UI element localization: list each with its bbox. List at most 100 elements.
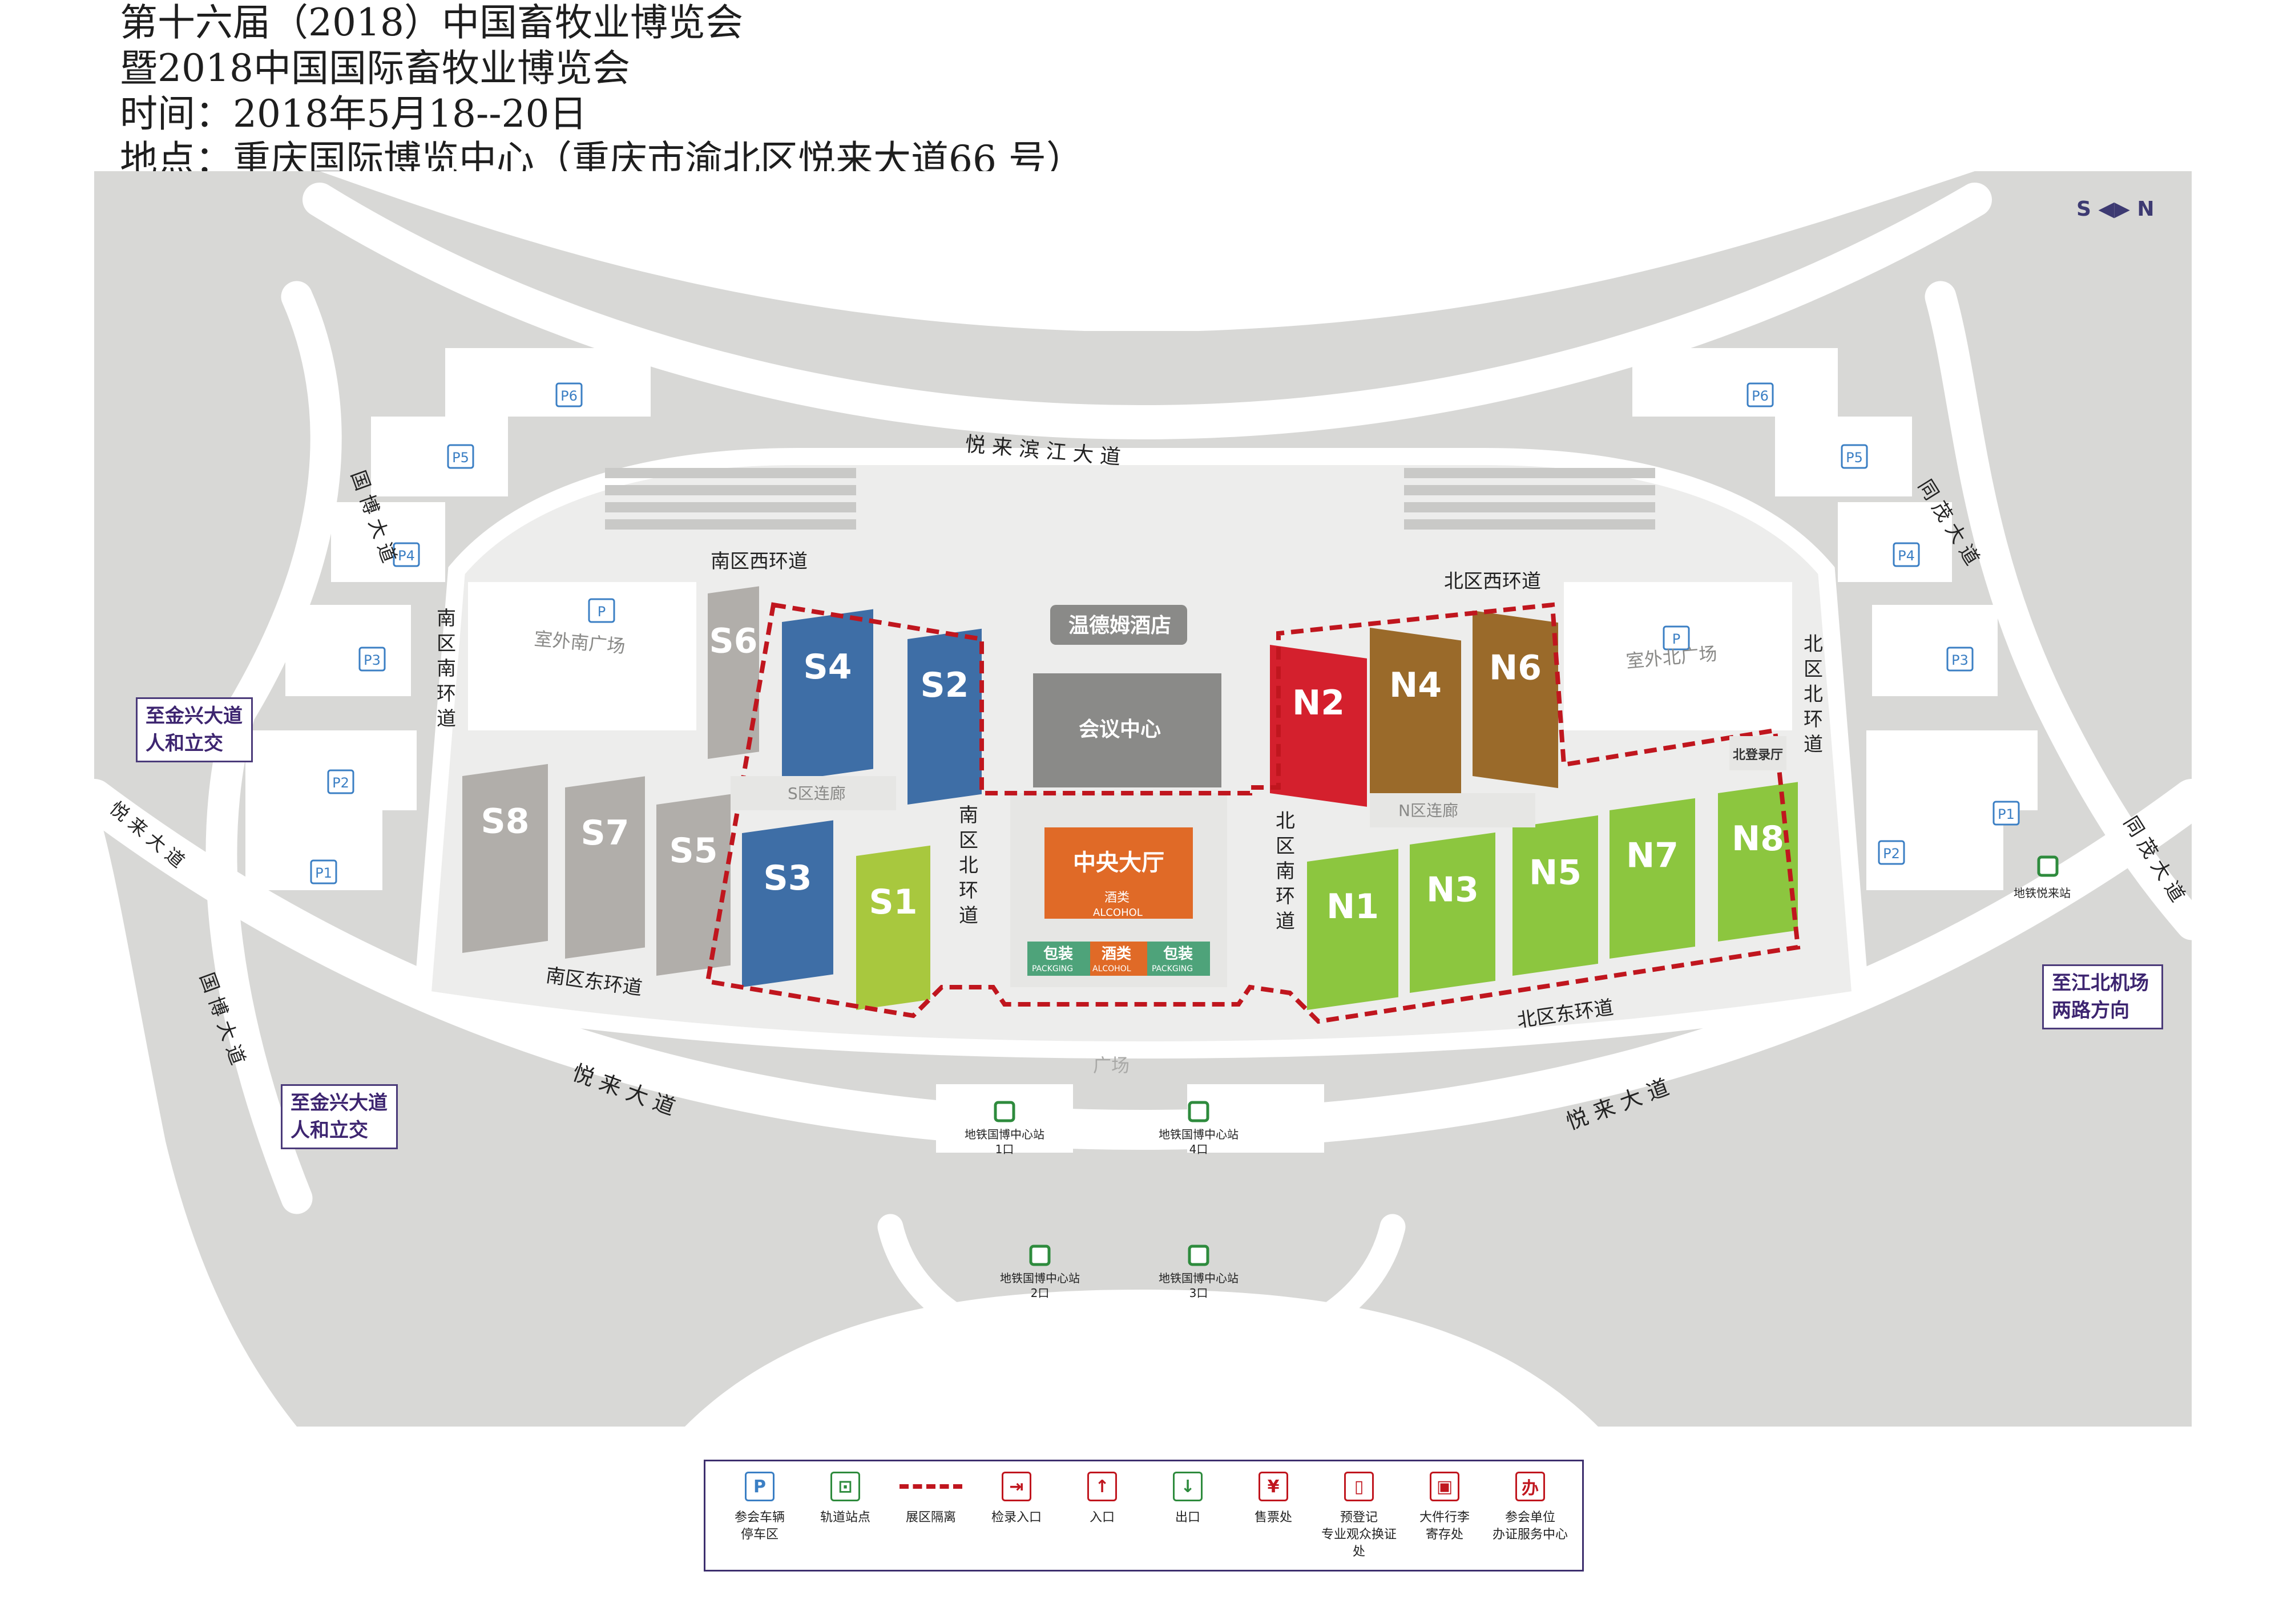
pack-2	[1090, 942, 1147, 976]
north-reg-hall-label: 北登录厅	[1733, 748, 1783, 762]
legend-label: 参会车辆 停车区	[734, 1510, 785, 1542]
legend: P 参会车辆 停车区 ⊡ 轨道站点 展区隔离 ⇥检录入口 ↑ 入口 ↓出口 ¥ 售票处 ▯预登记 专业…	[704, 1460, 1584, 1572]
metro-icon	[1029, 1245, 1051, 1266]
legend-label: 入口	[1089, 1510, 1115, 1525]
conference-center	[1033, 673, 1221, 787]
hotel-block	[1050, 605, 1187, 645]
legend-label: 检录入口	[991, 1510, 1042, 1525]
south-west-ring-label: 南区西环道	[711, 550, 808, 573]
metro-icon	[1188, 1101, 1209, 1122]
parking-label: P	[598, 604, 606, 620]
hall-label: N8	[1732, 819, 1784, 859]
hall-s8: S8	[462, 763, 548, 953]
parking-label: P2	[1883, 846, 1900, 862]
hall-label: N2	[1292, 683, 1345, 723]
hall-label: S4	[804, 647, 852, 687]
parking-sign: P1	[310, 859, 337, 884]
hall-label: S3	[764, 858, 812, 898]
hall-label: N6	[1489, 648, 1542, 688]
entrance-icon: ↑	[1087, 1472, 1117, 1501]
hall-block	[1307, 849, 1398, 1010]
pack-1-en: PACKGING	[1032, 964, 1073, 973]
legend-item: ↓出口	[1145, 1472, 1231, 1526]
luggage-icon: ▣	[1430, 1472, 1459, 1501]
callout-jinxing-bottom: 至金兴大道 人和立交	[281, 1084, 398, 1149]
hall-n4: N4	[1370, 628, 1461, 806]
hall-s2: S2	[907, 628, 982, 805]
hall-s6: S6	[708, 586, 759, 759]
s-corridor-label: S区连廊	[788, 784, 846, 803]
central-hall-label: 中央大厅	[1073, 850, 1164, 876]
road-yuelai-main	[74, 779, 2212, 1150]
road-yuelai-binjiang	[302, 183, 1992, 440]
pack-2-en: ALCOHOL	[1092, 964, 1131, 973]
metro-icon	[1188, 1245, 1209, 1266]
legend-item: 展区隔离	[888, 1472, 974, 1526]
exit-icon: ↓	[1173, 1472, 1203, 1501]
metro-icon	[2037, 855, 2059, 877]
parking-sign: P6	[1746, 382, 1774, 407]
legend-label: 大件行李 寄存处	[1419, 1510, 1470, 1542]
callout-jinxing-top: 至金兴大道 人和立交	[136, 697, 253, 762]
metro-stations	[994, 855, 2059, 1266]
legend-item: ⇥检录入口	[974, 1472, 1059, 1526]
parking-sign: P	[1663, 625, 1690, 651]
parking-sign: P4	[393, 542, 420, 567]
parking-blocks	[245, 348, 2038, 1153]
hall-block	[742, 820, 833, 987]
parking-sign: P6	[555, 382, 583, 407]
hall-block	[1370, 628, 1461, 806]
hall-label: N3	[1426, 870, 1479, 910]
hall-n7: N7	[1610, 798, 1695, 959]
parking-icon	[358, 647, 386, 672]
roads	[74, 183, 2212, 1377]
hall-block	[856, 845, 930, 1010]
exhibition-boundary	[705, 602, 1801, 1024]
hall-label: S2	[921, 665, 969, 705]
legend-item: ▯预登记 专业观众换证处	[1316, 1472, 1402, 1561]
parking-icon	[1746, 382, 1774, 407]
pack-3-cn: 包装	[1163, 945, 1193, 963]
hall-n6: N6	[1473, 611, 1558, 789]
parking-icon	[327, 769, 354, 794]
parking-label: P1	[1998, 806, 2015, 822]
parking-icon: P	[745, 1472, 775, 1501]
metro-icon	[994, 1101, 1015, 1122]
hall-block	[1610, 798, 1695, 959]
legend-label: 售票处	[1254, 1510, 1292, 1525]
hall-label: N4	[1389, 665, 1442, 705]
platform-stripes	[605, 468, 1655, 530]
hall-s1: S1	[856, 845, 930, 1010]
alcohol-cn-label: 酒类	[1104, 891, 1130, 905]
metro-icon: ⊡	[830, 1472, 860, 1501]
legend-label: 展区隔离	[905, 1510, 956, 1525]
hall-block	[1718, 782, 1798, 942]
ring-road-vertical-label: 南区北环道	[959, 804, 978, 927]
top-curve-area	[94, 171, 2192, 331]
parking-sign: P2	[1878, 840, 1905, 865]
pack-3-en: PACKGING	[1152, 964, 1193, 973]
hall-n8: N8	[1718, 782, 1798, 942]
parking-icon	[1893, 542, 1920, 567]
compass: S ◀▶ N	[2076, 197, 2155, 221]
hall-label: S7	[581, 813, 630, 853]
legend-label: 轨道站点	[820, 1510, 870, 1525]
ring-road-vertical-label: 北区北环道	[1804, 633, 1823, 756]
hall-s4: S4	[782, 609, 873, 782]
pack-1	[1027, 942, 1090, 976]
callout-airport: 至江北机场 两路方向	[2042, 964, 2163, 1029]
parking-sign: P3	[1946, 647, 1974, 672]
hall-label: S8	[481, 801, 530, 841]
outdoor-north-plaza	[1564, 582, 1792, 730]
parking-label: P2	[332, 775, 349, 791]
ticket-icon: ¥	[1259, 1472, 1288, 1501]
hall-s7: S7	[565, 776, 645, 959]
hall-block	[656, 794, 731, 976]
hall-block	[1512, 815, 1598, 976]
legend-item: 办参会单位 办证服务中心	[1487, 1472, 1573, 1544]
road-tongmao	[1925, 281, 2208, 940]
